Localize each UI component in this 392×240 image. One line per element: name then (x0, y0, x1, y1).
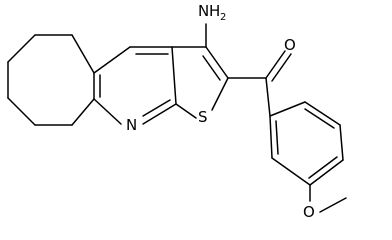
thiophene-ring (171, 46, 229, 119)
bond-n-c8a (93, 98, 122, 125)
amine-h-label: H (209, 2, 220, 20)
amine-n-label: N (198, 2, 209, 20)
bond-c7a-n (142, 103, 177, 125)
bond-ph6-ph1 (269, 115, 273, 159)
bond-c3-c4 (7, 34, 36, 63)
bond-c3-c2-double (202, 55, 221, 81)
bond-c3-c2 (205, 46, 229, 79)
bond-c7a-n-double (142, 99, 171, 117)
methoxy-group: O (303, 184, 347, 221)
carbonyl-group: O (227, 36, 296, 117)
methoxy-o-label: O (303, 203, 315, 221)
bond-c3a-c7a (171, 46, 177, 105)
carbonyl-o-label: O (284, 36, 296, 54)
bond-o-methyl (319, 197, 347, 213)
bond-ph2-ph3-double (304, 108, 335, 129)
bond-ph2-ph3 (304, 101, 341, 126)
bond-ph6-ph1-double (275, 120, 279, 155)
structure-canvas: N H 2 O O N S (7, 2, 347, 221)
thiophene-s-label: S (198, 108, 208, 126)
bond-carbonyl-o-double (271, 53, 292, 82)
bond-c7-c8 (71, 98, 95, 126)
bond-c1-c2 (71, 34, 95, 74)
amine-group: N H 2 (198, 2, 226, 48)
molecule-diagram: N H 2 O O N S (7, 2, 347, 221)
bond-carbonyl-phenyl (265, 77, 271, 117)
bond-ph5-ph6 (271, 157, 311, 186)
phenyl-ring (269, 101, 344, 186)
bond-ph4-ph5-double (308, 156, 338, 179)
bond-c5-c6 (7, 97, 36, 126)
pyridine-ring (93, 46, 177, 125)
bond-c2-s (211, 77, 229, 111)
cyclooctane-ring (7, 34, 95, 126)
bond-ph1-ph2 (269, 101, 306, 117)
bond-ph3-ph4 (339, 124, 344, 161)
bond-c4a-c4 (93, 46, 131, 74)
bond-ph4-ph5 (309, 159, 344, 186)
bond-carbonyl-o (265, 50, 286, 79)
amine-h-count: 2 (220, 12, 226, 23)
pyridine-n-label: N (126, 116, 137, 134)
bond-s-c7a (175, 103, 197, 119)
